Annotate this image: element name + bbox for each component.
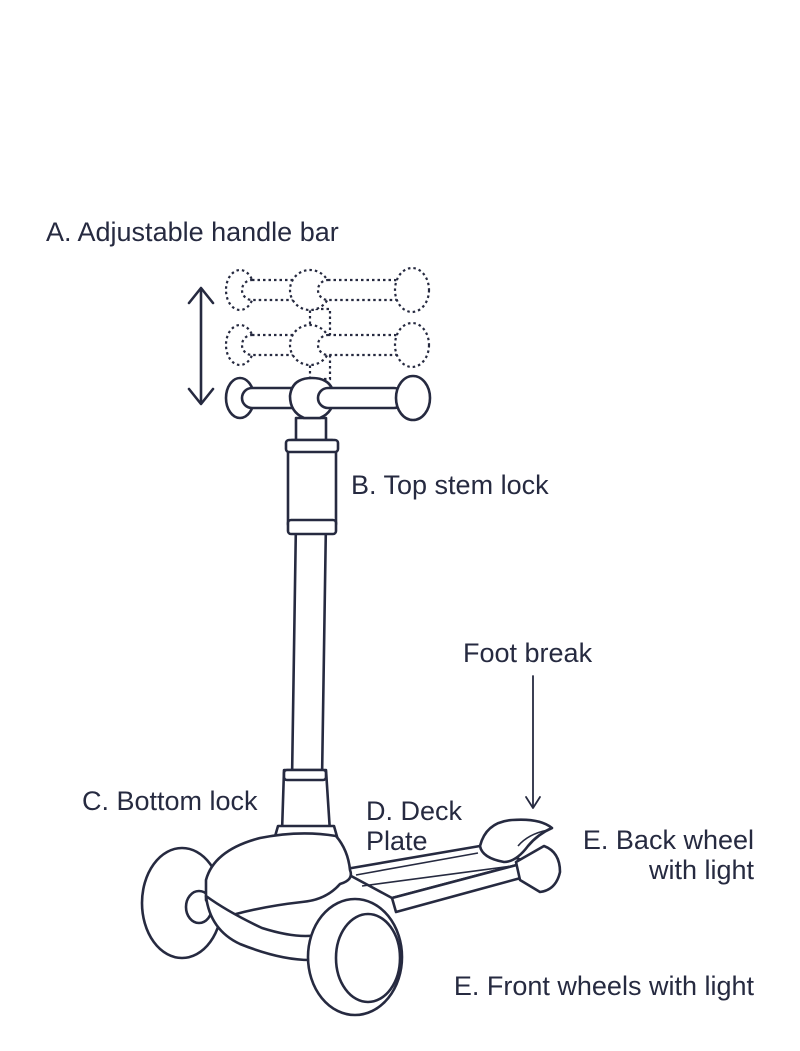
back-wheel xyxy=(478,818,562,894)
deck-plate-label-line1: D. Deck xyxy=(366,796,463,826)
handlebar-ghost-middle xyxy=(224,321,431,369)
back-wheel-label-line2: with light xyxy=(648,855,754,885)
handlebar xyxy=(224,374,432,422)
front-wheel xyxy=(306,897,404,1017)
front-base xyxy=(140,832,353,962)
up-down-arrow-icon xyxy=(187,286,215,406)
handlebar-ghost-top xyxy=(224,266,431,381)
deck-plate-label-line2: Plate xyxy=(366,826,428,856)
deck-plate xyxy=(338,844,530,914)
bottom-lock-label: C. Bottom lock xyxy=(82,786,258,816)
back-wheel-label-line1: E. Back wheel xyxy=(582,825,754,855)
down-arrow-icon xyxy=(525,675,541,809)
foot-break-label: Foot break xyxy=(463,638,593,668)
handle-bar-label: A. Adjustable handle bar xyxy=(46,217,339,247)
stem xyxy=(272,518,340,842)
top-stem-lock-label: B. Top stem lock xyxy=(351,470,549,500)
top-stem-lock xyxy=(284,416,340,536)
front-wheels-label: E. Front wheels with light xyxy=(453,971,754,1001)
deck-plate-label: D. Deck Plate xyxy=(366,796,462,856)
back-wheel-label: E. Back wheel with light xyxy=(583,825,754,885)
